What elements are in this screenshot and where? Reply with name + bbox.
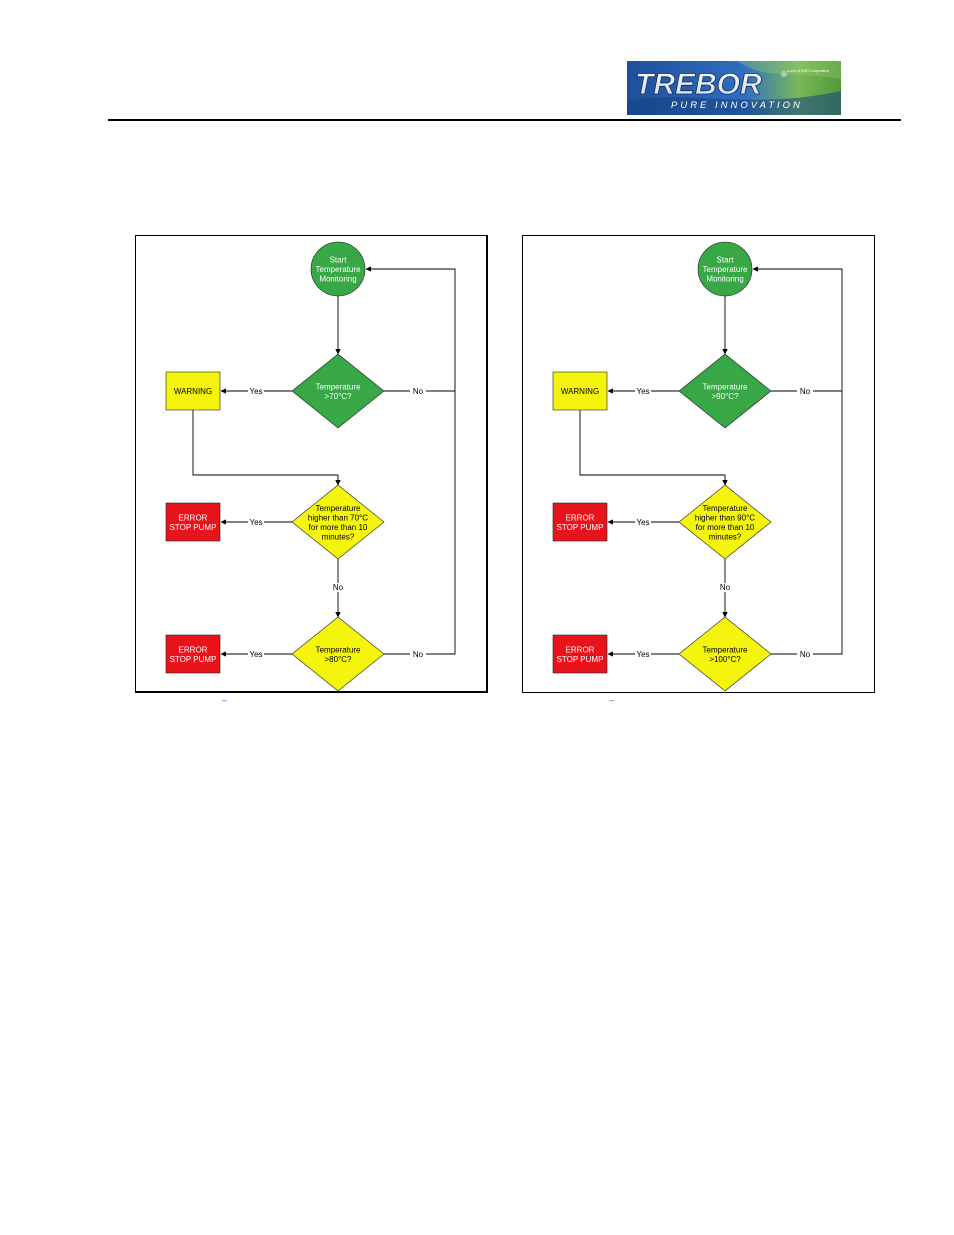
decision3-diamond xyxy=(678,616,772,692)
decision2-label-line: minutes? xyxy=(709,532,742,541)
yes-label-3: Yes xyxy=(249,650,262,659)
yes-label-3-bg xyxy=(248,650,264,659)
error-box-1-label-line: ERROR xyxy=(179,513,208,522)
logo-corporate-note: A unit of IDEX Corporation xyxy=(787,69,829,73)
decision1-label-line: Temperature xyxy=(316,382,361,391)
decision1-label-line: >90°C? xyxy=(712,392,740,401)
warning-label: WARNING xyxy=(174,387,212,396)
no-label-3-bg xyxy=(797,650,813,659)
no-label-2-bg xyxy=(717,583,733,592)
yes-label-2-bg xyxy=(248,518,264,527)
start-node-label-line: Temperature xyxy=(703,265,748,274)
no-label-1-bg xyxy=(797,387,813,396)
no-label-1-bg xyxy=(410,387,426,396)
decision1-diamond xyxy=(678,353,772,429)
connector-warning-to-decision2 xyxy=(192,410,341,486)
no-label-1: No xyxy=(413,387,424,396)
warning-box xyxy=(165,371,221,411)
start-node-label-line: Start xyxy=(717,256,735,265)
decision3-label-line: >80°C? xyxy=(325,655,353,664)
error-box-2 xyxy=(552,634,608,674)
logo-wordmark: TREBOR xyxy=(635,68,762,101)
error-box-2-label-line: STOP PUMP xyxy=(170,655,217,664)
error-box-1-label-line: STOP PUMP xyxy=(170,523,217,532)
decision2-label-line: higher than 70°C xyxy=(308,513,368,522)
no-label-1: No xyxy=(800,387,811,396)
start-node-label-line: Start xyxy=(330,256,348,265)
error-box-1 xyxy=(552,502,608,542)
decision3-diamond xyxy=(291,616,385,692)
yes-label-1: Yes xyxy=(249,387,262,396)
error-box-1-label-line: ERROR xyxy=(566,513,595,522)
no-label-2: No xyxy=(333,583,344,592)
decision2-label-line: Temperature xyxy=(703,504,748,513)
yes-label-2: Yes xyxy=(636,518,649,527)
warning-box xyxy=(552,371,608,411)
start-node-label-line: Monitoring xyxy=(706,275,743,284)
decision2-label-line: for more than 10 xyxy=(309,523,368,532)
error-box-2-label-line: ERROR xyxy=(566,645,595,654)
no-label-3: No xyxy=(413,650,424,659)
decision3-label-line: Temperature xyxy=(316,645,361,654)
no-label-3-bg xyxy=(410,650,426,659)
decision2-label-line: higher than 90°C xyxy=(695,513,755,522)
flowchart-svg-left: StartTemperatureMonitoringTemperature>70… xyxy=(165,241,456,692)
decision2-label-line: Temperature xyxy=(316,504,361,513)
yes-label-3: Yes xyxy=(636,650,649,659)
yes-label-1: Yes xyxy=(636,387,649,396)
connector-loop-back xyxy=(365,266,456,655)
flowchart-svg-right: StartTemperatureMonitoringTemperature>90… xyxy=(552,241,843,692)
no-label-2: No xyxy=(720,583,731,592)
svg-text:®: ® xyxy=(781,70,787,79)
caption-mark-left: – xyxy=(222,695,228,705)
decision3-label-line: Temperature xyxy=(703,645,748,654)
decision2-label-line: minutes? xyxy=(322,532,355,541)
no-label-2-bg xyxy=(330,583,346,592)
decision1-diamond xyxy=(291,353,385,429)
decision2-label-line: for more than 10 xyxy=(696,523,755,532)
logo-tagline: PURE INNOVATION xyxy=(671,100,803,111)
warning-label: WARNING xyxy=(561,387,599,396)
error-box-2 xyxy=(165,634,221,674)
yes-label-3-bg xyxy=(635,650,651,659)
error-box-2-label-line: ERROR xyxy=(179,645,208,654)
decision3-label-line: >100°C? xyxy=(709,655,741,664)
yes-label-2-bg xyxy=(635,518,651,527)
error-box-1 xyxy=(165,502,221,542)
start-node-label-line: Temperature xyxy=(316,265,361,274)
no-label-3: No xyxy=(800,650,811,659)
error-box-1-label-line: STOP PUMP xyxy=(557,523,604,532)
yes-label-1-bg xyxy=(635,387,651,396)
connector-loop-back xyxy=(752,266,843,655)
error-box-2-label-line: STOP PUMP xyxy=(557,655,604,664)
header-divider xyxy=(108,119,901,121)
trebor-logo: TREBOR ® PURE INNOVATION A unit of IDEX … xyxy=(627,61,841,115)
connector-warning-to-decision2 xyxy=(579,410,728,486)
decision1-label-line: Temperature xyxy=(703,382,748,391)
caption-mark-right: – xyxy=(609,695,615,705)
yes-label-2: Yes xyxy=(249,518,262,527)
start-node-label-line: Monitoring xyxy=(319,275,356,284)
decision1-label-line: >70°C? xyxy=(325,392,353,401)
yes-label-1-bg xyxy=(248,387,264,396)
